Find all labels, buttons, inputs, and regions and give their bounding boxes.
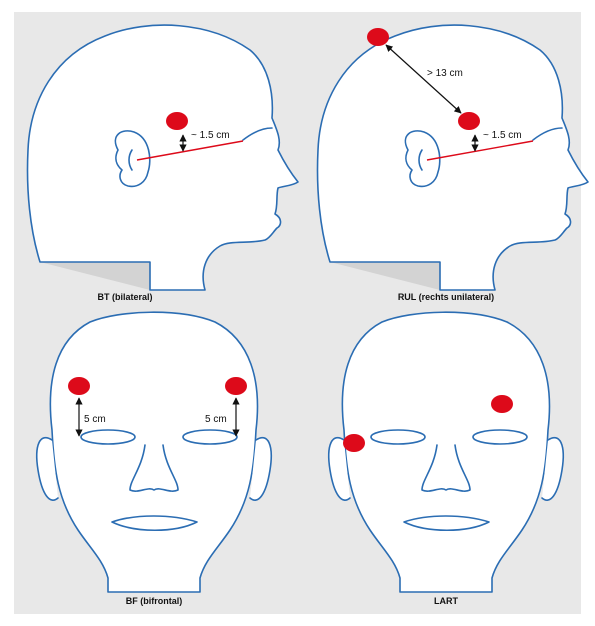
left-eye [371, 430, 425, 444]
measure-label: ~ 1.5 cm [483, 130, 522, 141]
electrode-right [225, 377, 247, 395]
electrode [166, 112, 188, 130]
electrode-top [367, 28, 389, 46]
right-eye [473, 430, 527, 444]
panel-caption: LART [434, 596, 458, 606]
electrode-frontal [491, 395, 513, 413]
measure-label: 5 cm [84, 414, 106, 425]
measure-label: 5 cm [205, 414, 227, 425]
electrode-temporal [458, 112, 480, 130]
electrode-temporal [343, 434, 365, 452]
electrode-left [68, 377, 90, 395]
measure-label: ~ 1.5 cm [191, 130, 230, 141]
measure-label: > 13 cm [427, 68, 463, 79]
panel-caption: BT (bilateral) [97, 292, 152, 302]
right-eye [183, 430, 237, 444]
panel-caption: BF (bifrontal) [126, 596, 183, 606]
left-eye [81, 430, 135, 444]
panel-caption: RUL (rechts unilateral) [398, 292, 494, 302]
